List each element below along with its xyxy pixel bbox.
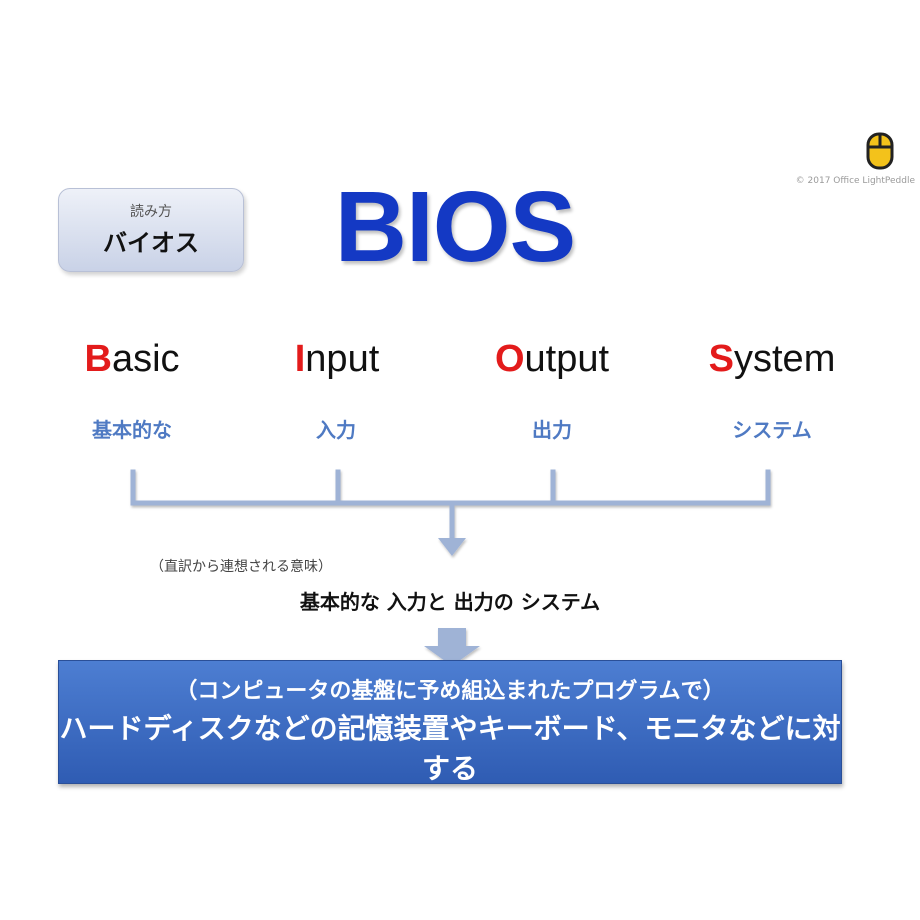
acronym-word-output: Output <box>442 338 662 381</box>
down-arrow-large-icon <box>424 628 480 666</box>
acronym-letter: O <box>494 338 525 380</box>
acronym-rest: asic <box>111 338 180 380</box>
meaning-system: システム <box>732 418 812 442</box>
down-arrow-icon <box>438 538 466 556</box>
page-title: BIOS <box>334 171 576 283</box>
acronym-word-input: Input <box>227 338 447 381</box>
reading-label: 読み方 <box>130 204 172 220</box>
acronym-word-system: System <box>662 338 882 381</box>
meaning-output: 出力 <box>532 418 572 442</box>
acronym-letter: B <box>84 338 112 380</box>
summary-text: 基本的な 入力と 出力の システム <box>299 590 601 614</box>
acronym-rest: nput <box>305 338 380 380</box>
note-text: （直訳から連想される意味） <box>150 559 332 575</box>
meaning-basic: 基本的な <box>92 418 172 442</box>
meaning-input: 入力 <box>316 418 356 442</box>
definition-line-2: ハードディスクなどの記憶装置やキーボード、モニタなどに対する <box>59 712 841 785</box>
mouse-icon <box>866 132 894 170</box>
bracket-line <box>130 469 771 506</box>
reading-badge: 読み方 バイオス <box>58 188 244 272</box>
acronym-letter: S <box>708 338 734 380</box>
copyright-text: © 2017 Office LightPeddle <box>795 176 915 186</box>
acronym-word-basic: Basic <box>22 338 242 381</box>
definition-line-1: （コンピュータの基盤に予め組込まれたプログラムで） <box>175 679 725 704</box>
acronym-letter: I <box>294 338 306 380</box>
definition-line-3: 基本的な入出力の制御を行うもの <box>239 794 660 827</box>
acronym-rest: utput <box>524 338 610 380</box>
reading-value: バイオス <box>103 229 199 257</box>
acronym-rest: ystem <box>734 338 836 380</box>
definition-box: （コンピュータの基盤に予め組込まれたプログラムで） ハードディスクなどの記憶装置… <box>58 660 842 827</box>
